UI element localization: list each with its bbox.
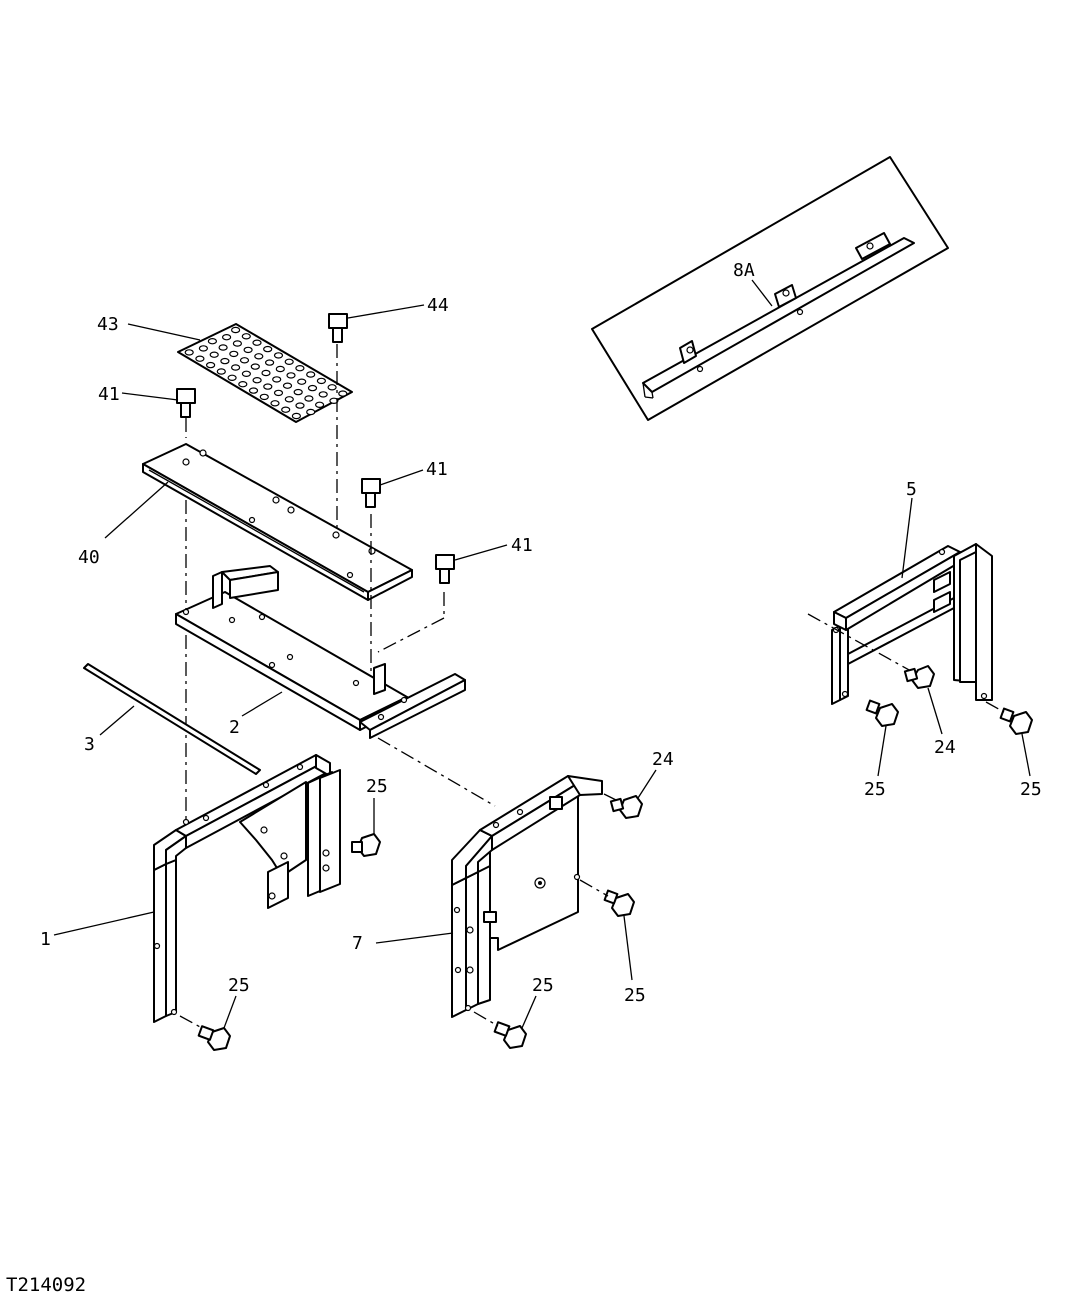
perforation-hole [329, 397, 339, 404]
part-25-bolt-frame1-leg [197, 1025, 231, 1051]
part-25-bolt-frame5-right [999, 707, 1033, 735]
perforation-hole [261, 369, 271, 377]
perforation-hole [206, 361, 216, 369]
perforation-hole [272, 376, 282, 383]
callout-44: 44 [427, 295, 449, 316]
callout-25-frame5-left: 25 [864, 779, 886, 800]
perforation-hole [306, 371, 316, 378]
perforation-hole [220, 357, 230, 365]
callout-7: 7 [352, 933, 363, 954]
callout-43: 43 [97, 314, 119, 335]
perforation-hole [316, 377, 326, 385]
part-25-bolt-frame7-leg [493, 1021, 527, 1049]
perforation-hole [252, 377, 262, 384]
perforation-hole [229, 350, 239, 358]
callout-25-frame5-right: 25 [1020, 779, 1042, 800]
part-40-step [142, 443, 413, 601]
perforation-hole [254, 353, 264, 360]
perforation-hole [231, 326, 241, 334]
perforation-hole [291, 412, 301, 420]
perforation-hole [216, 368, 226, 375]
part-5-right-frame [831, 543, 993, 705]
perforation-hole [293, 388, 303, 396]
perforation-hole [263, 345, 273, 353]
part-25-bolt-frame1-bracket [351, 833, 381, 857]
part-3-rod [83, 663, 261, 775]
perforation-hole [295, 402, 305, 409]
callout-41-right: 41 [511, 535, 533, 556]
perforation-hole [248, 387, 259, 394]
figure-id: T214092 [6, 1274, 86, 1296]
perforation-hole [327, 384, 337, 391]
part-44-bolt [328, 313, 348, 343]
perforation-hole [250, 363, 260, 370]
perforation-hole [318, 391, 328, 398]
perforation-hole [306, 408, 316, 416]
perforation-hole [239, 357, 250, 364]
perforation-hole [265, 359, 275, 366]
perforation-hole [227, 374, 237, 381]
callout-25-frame7-leg: 25 [532, 975, 554, 996]
callout-41-left: 41 [98, 384, 120, 405]
part-41-bolt-middle [361, 478, 381, 508]
perforation-hole [222, 334, 232, 341]
perforation-hole [315, 401, 325, 408]
callout-24-center: 24 [652, 749, 674, 770]
part-1-left-frame [153, 754, 341, 1023]
part-2-step-support [175, 565, 466, 739]
perforation-hole [270, 400, 280, 407]
perforation-hole [241, 370, 251, 377]
part-43-perforated-plate [177, 323, 353, 423]
callout-41-middle: 41 [426, 459, 448, 480]
perforation-hole [231, 364, 241, 371]
perforation-hole [252, 339, 262, 346]
perforation-hole [338, 390, 348, 397]
part-25-bolt-frame5-left [865, 699, 899, 727]
part-25-bolt-frame7-panel [603, 889, 635, 917]
part-24-bolt-right [903, 665, 935, 689]
perforation-hole [259, 393, 269, 401]
callout-24-right: 24 [934, 737, 956, 758]
perforation-hole [295, 365, 305, 372]
perforation-hole [286, 372, 296, 379]
callout-2: 2 [229, 717, 240, 738]
callout-1: 1 [40, 929, 51, 950]
perforation-hole [209, 351, 219, 358]
callout-3: 3 [84, 734, 95, 755]
perforation-hole [243, 346, 253, 354]
perforation-hole [307, 384, 318, 392]
callout-5: 5 [906, 479, 917, 500]
perforation-hole [195, 355, 205, 362]
perforation-hole [218, 344, 228, 351]
perforation-hole [184, 349, 194, 356]
part-7-center-frame [451, 775, 603, 1018]
perforation-hole [263, 383, 273, 390]
perforation-hole [238, 381, 248, 388]
perforation-hole [304, 395, 314, 402]
perforation-hole [284, 396, 294, 403]
callout-25-frame1-bracket: 25 [366, 776, 388, 797]
inset-box-part-8a [591, 156, 949, 421]
callout-25-frame7-panel: 25 [624, 985, 646, 1006]
perforation-hole [207, 338, 217, 345]
perforation-hole [284, 358, 294, 365]
callout-40: 40 [78, 547, 100, 568]
perforation-hole [232, 340, 242, 347]
callout-25-frame1-leg: 25 [228, 975, 250, 996]
perforation-hole [282, 382, 293, 389]
perforation-hole [281, 406, 291, 413]
perforation-hole [275, 365, 285, 373]
perforation-hole [198, 345, 208, 352]
part-41-bolt-left [176, 388, 196, 418]
perforation-hole [273, 352, 284, 359]
perforation-hole [273, 389, 284, 397]
part-41-bolt-right [435, 554, 455, 584]
perforation-hole [297, 378, 307, 385]
callout-8a: 8A [733, 260, 755, 281]
perforation-hole [241, 333, 251, 340]
